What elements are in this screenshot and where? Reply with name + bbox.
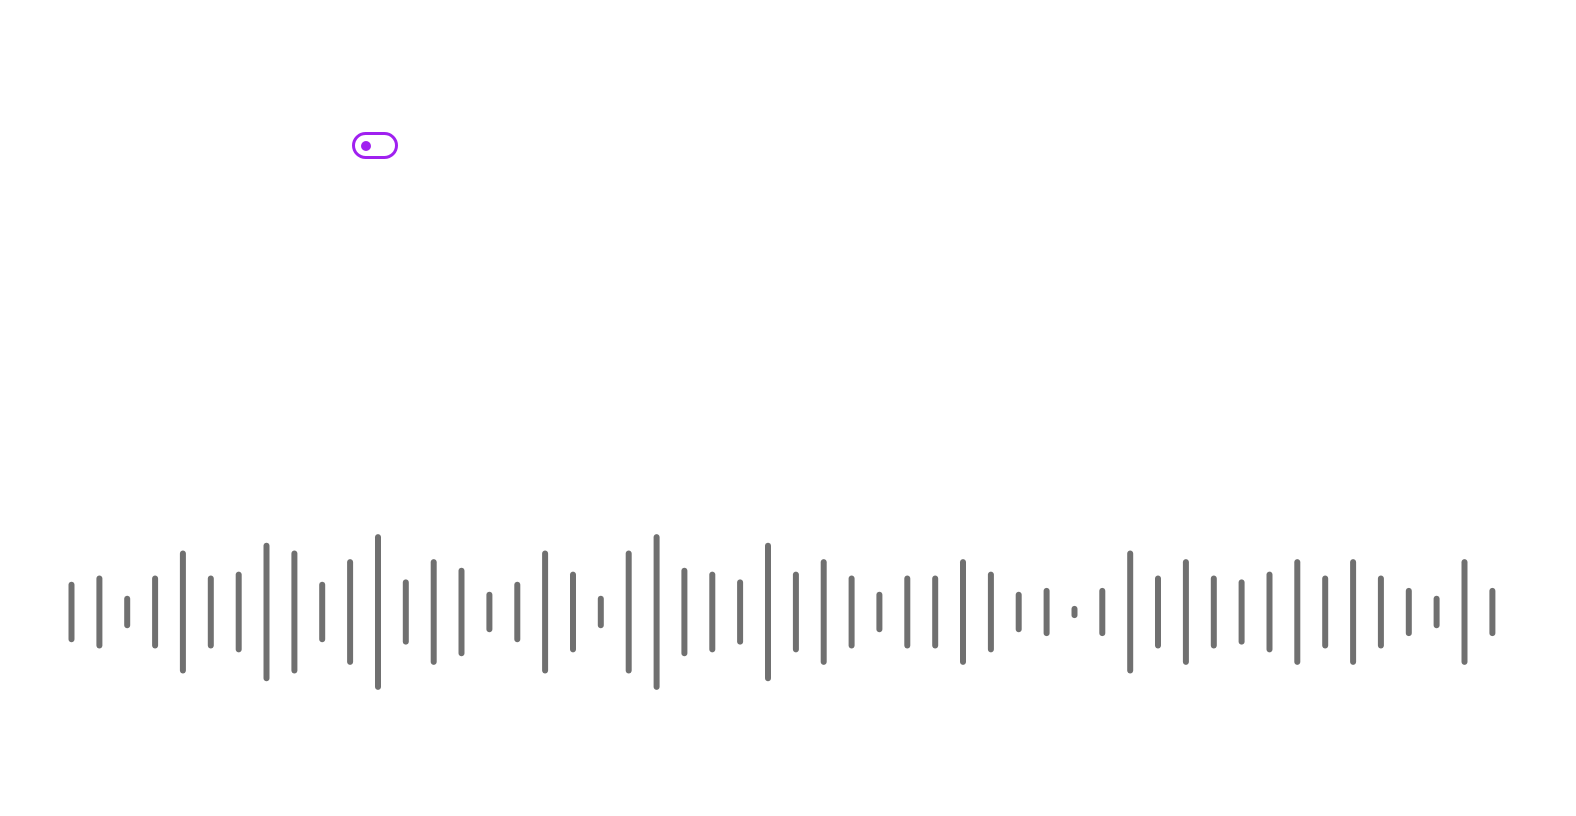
toggle-knob <box>361 141 371 151</box>
toggle-switch[interactable] <box>352 132 398 159</box>
